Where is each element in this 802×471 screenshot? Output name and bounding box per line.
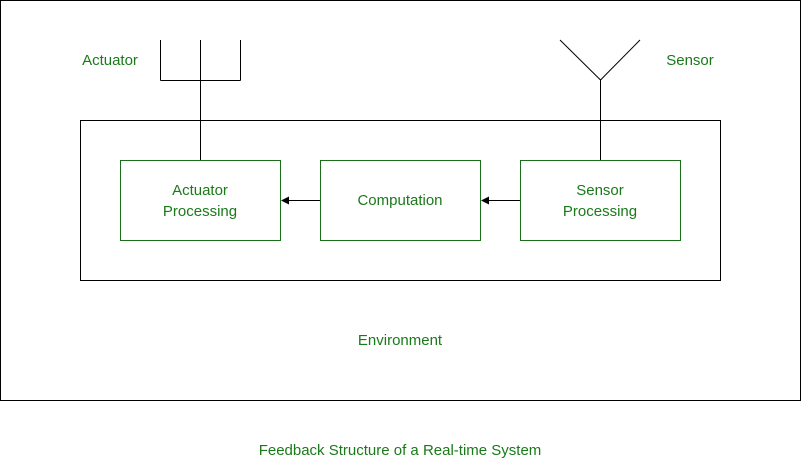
diagram-caption: Feedback Structure of a Real-time System (259, 442, 542, 459)
sensor-processing-label-line1: Sensor (576, 182, 624, 199)
environment-frame (0, 0, 801, 401)
system-boundary (80, 120, 721, 281)
computation-box (320, 160, 481, 241)
sensor-icon (559, 39, 641, 160)
environment-label: Environment (358, 332, 443, 349)
actuator-processing-box (120, 160, 281, 241)
actuator-label: Actuator (82, 52, 138, 69)
sensor-processing-label-line2: Processing (563, 203, 637, 220)
computation-label: Computation (357, 192, 442, 209)
sensor-processing-box (520, 160, 681, 241)
sensor-label: Sensor (666, 52, 714, 69)
actuator-processing-label-line1: Actuator (172, 182, 228, 199)
actuator-icon (160, 40, 241, 160)
actuator-processing-label-line2: Processing (163, 203, 237, 220)
